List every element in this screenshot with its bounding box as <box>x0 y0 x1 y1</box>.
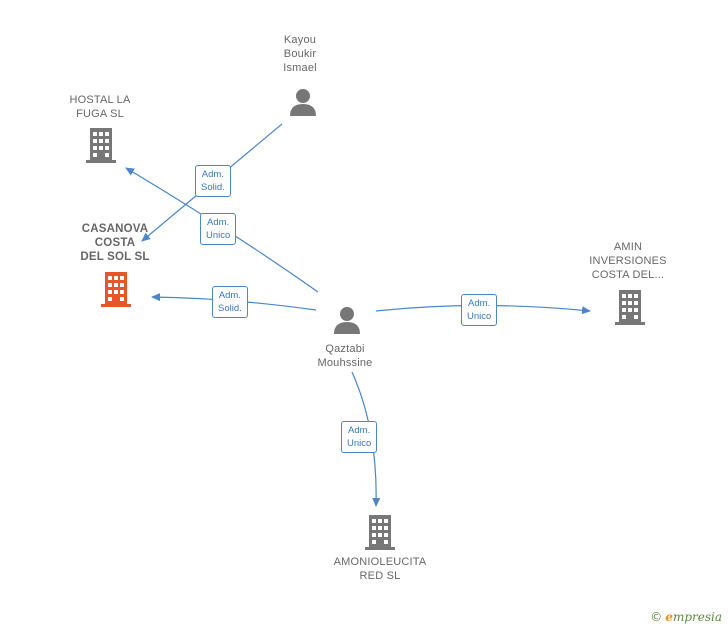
brand-logo: ©empresia <box>650 610 722 624</box>
edge-label-qaztabi-hostal[interactable]: Adm. Unico <box>200 213 237 245</box>
building-icon[interactable] <box>365 515 395 550</box>
edge-label-qaztabi-amin[interactable]: Adm. Unico <box>461 294 498 326</box>
edge-label-qaztabi-casanova[interactable]: Adm. Solid. <box>212 286 248 318</box>
node-label-amonio[interactable]: AMONIOLEUCITA RED SL <box>333 556 427 582</box>
building-icon[interactable] <box>86 128 116 163</box>
node-label-casanova[interactable]: CASANOVA COSTA DEL SOL SL <box>80 223 150 263</box>
edge-label-kayou-casanova[interactable]: Adm. Solid. <box>195 165 231 197</box>
building-icon[interactable] <box>615 290 645 325</box>
copyright-icon: © <box>650 610 663 624</box>
brand-e: e <box>665 610 673 624</box>
node-label-amin[interactable]: AMIN INVERSIONES COSTA DEL... <box>589 241 667 281</box>
person-icon[interactable] <box>334 307 360 334</box>
person-icon[interactable] <box>290 89 316 116</box>
brand-name: mpresia <box>672 610 722 624</box>
edge-label-qaztabi-amonio[interactable]: Adm. Unico <box>341 421 378 453</box>
node-label-hostal[interactable]: HOSTAL LA FUGA SL <box>69 94 131 120</box>
node-label-qaztabi[interactable]: Qaztabi Mouhssine <box>317 343 373 369</box>
node-label-kayou[interactable]: Kayou Boukir Ismael <box>283 34 317 74</box>
building-icon[interactable] <box>101 272 131 307</box>
